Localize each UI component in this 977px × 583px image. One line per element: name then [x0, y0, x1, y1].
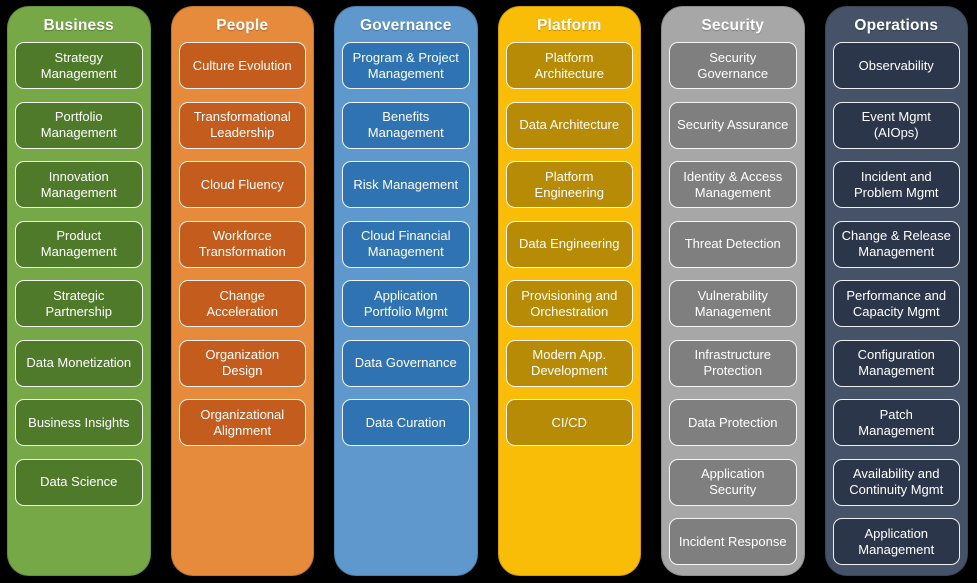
capability-box: Product Management: [15, 220, 143, 268]
column-operations-boxes: Observability Event Mgmt (AIOps) Inciden…: [825, 42, 969, 565]
capability-box: Threat Detection: [669, 220, 797, 268]
capability-box: Change Acceleration: [178, 280, 306, 327]
capability-box: Portfolio Management: [15, 101, 143, 149]
capability-box: Strategic Partnership: [15, 280, 143, 327]
capability-box: Observability: [832, 42, 960, 89]
capability-box: Risk Management: [342, 161, 470, 208]
capability-box: Data Science: [15, 458, 143, 506]
capability-box: Identity & Access Management: [669, 161, 797, 208]
capability-box: Transformational Leadership: [178, 101, 306, 149]
capability-box: Data Engineering: [505, 220, 633, 268]
column-header-operations: Operations: [854, 17, 939, 34]
column-people: People Culture Evolution Transformationa…: [170, 6, 315, 576]
capability-box: Business Insights: [15, 399, 143, 446]
capability-box: Patch Management: [832, 399, 960, 446]
column-security-boxes: Security Governance Security Assurance I…: [661, 42, 805, 565]
column-header-platform: Platform: [537, 17, 602, 34]
capability-box: Strategy Management: [15, 42, 143, 89]
capability-box: Data Governance: [342, 339, 470, 387]
capability-box: Platform Engineering: [505, 161, 633, 208]
capability-box: Application Management: [832, 518, 960, 565]
capability-box: Benefits Management: [342, 101, 470, 149]
column-security: Security Security Governance Security As…: [661, 6, 805, 576]
capability-box: Culture Evolution: [178, 42, 306, 89]
capability-box: Event Mgmt (AIOps): [832, 101, 960, 149]
capability-box: Data Protection: [669, 399, 797, 446]
capability-box: Workforce Transformation: [178, 220, 306, 268]
capability-box: Application Portfolio Mgmt: [342, 280, 470, 327]
column-platform: Platform Platform Architecture Data Arch…: [497, 6, 642, 576]
capability-box: Configuration Management: [832, 339, 960, 387]
column-governance: Governance Program & Project Management …: [334, 6, 478, 576]
capability-box: Infrastructure Protection: [669, 339, 797, 387]
capability-box: Data Curation: [342, 399, 470, 446]
capability-box: Innovation Management: [15, 161, 143, 208]
capability-box: Cloud Financial Management: [342, 220, 470, 268]
column-business: Business Strategy Management Portfolio M…: [7, 6, 151, 576]
capability-box: Availability and Continuity Mgmt: [832, 458, 960, 506]
column-people-boxes: Culture Evolution Transformational Leade…: [171, 42, 315, 446]
capability-box: Platform Architecture: [505, 42, 633, 89]
capability-box: Incident Response: [669, 518, 797, 565]
capability-box: Performance and Capacity Mgmt: [832, 280, 960, 327]
capability-box: Provisioning and Orchestration: [505, 280, 633, 327]
capability-box: Data Architecture: [505, 101, 633, 149]
capability-box: Program & Project Management: [342, 42, 470, 89]
capability-box: Application Security: [669, 458, 797, 506]
capability-box: Organization Design: [178, 339, 306, 387]
column-header-people: People: [216, 17, 269, 34]
capability-box: Cloud Fluency: [178, 161, 306, 208]
column-header-business: Business: [43, 17, 115, 34]
column-business-boxes: Strategy Management Portfolio Management…: [7, 42, 151, 506]
capability-box: Change & Release Management: [832, 220, 960, 268]
column-platform-boxes: Platform Architecture Data Architecture …: [498, 42, 642, 446]
column-header-governance: Governance: [359, 17, 452, 34]
capability-box: Security Assurance: [669, 101, 797, 149]
capability-box: Organizational Alignment: [178, 399, 306, 446]
capability-box: Incident and Problem Mgmt: [832, 161, 960, 208]
capability-box: Data Monetization: [15, 339, 143, 387]
column-governance-boxes: Program & Project Management Benefits Ma…: [334, 42, 478, 446]
capability-box: Security Governance: [669, 42, 797, 89]
column-operations: Operations Observability Event Mgmt (AIO…: [824, 6, 969, 576]
capability-box: Vulnerability Management: [669, 280, 797, 327]
capability-box: Modern App. Development: [505, 339, 633, 387]
capability-box: CI/CD: [505, 399, 633, 446]
column-header-security: Security: [701, 17, 765, 34]
